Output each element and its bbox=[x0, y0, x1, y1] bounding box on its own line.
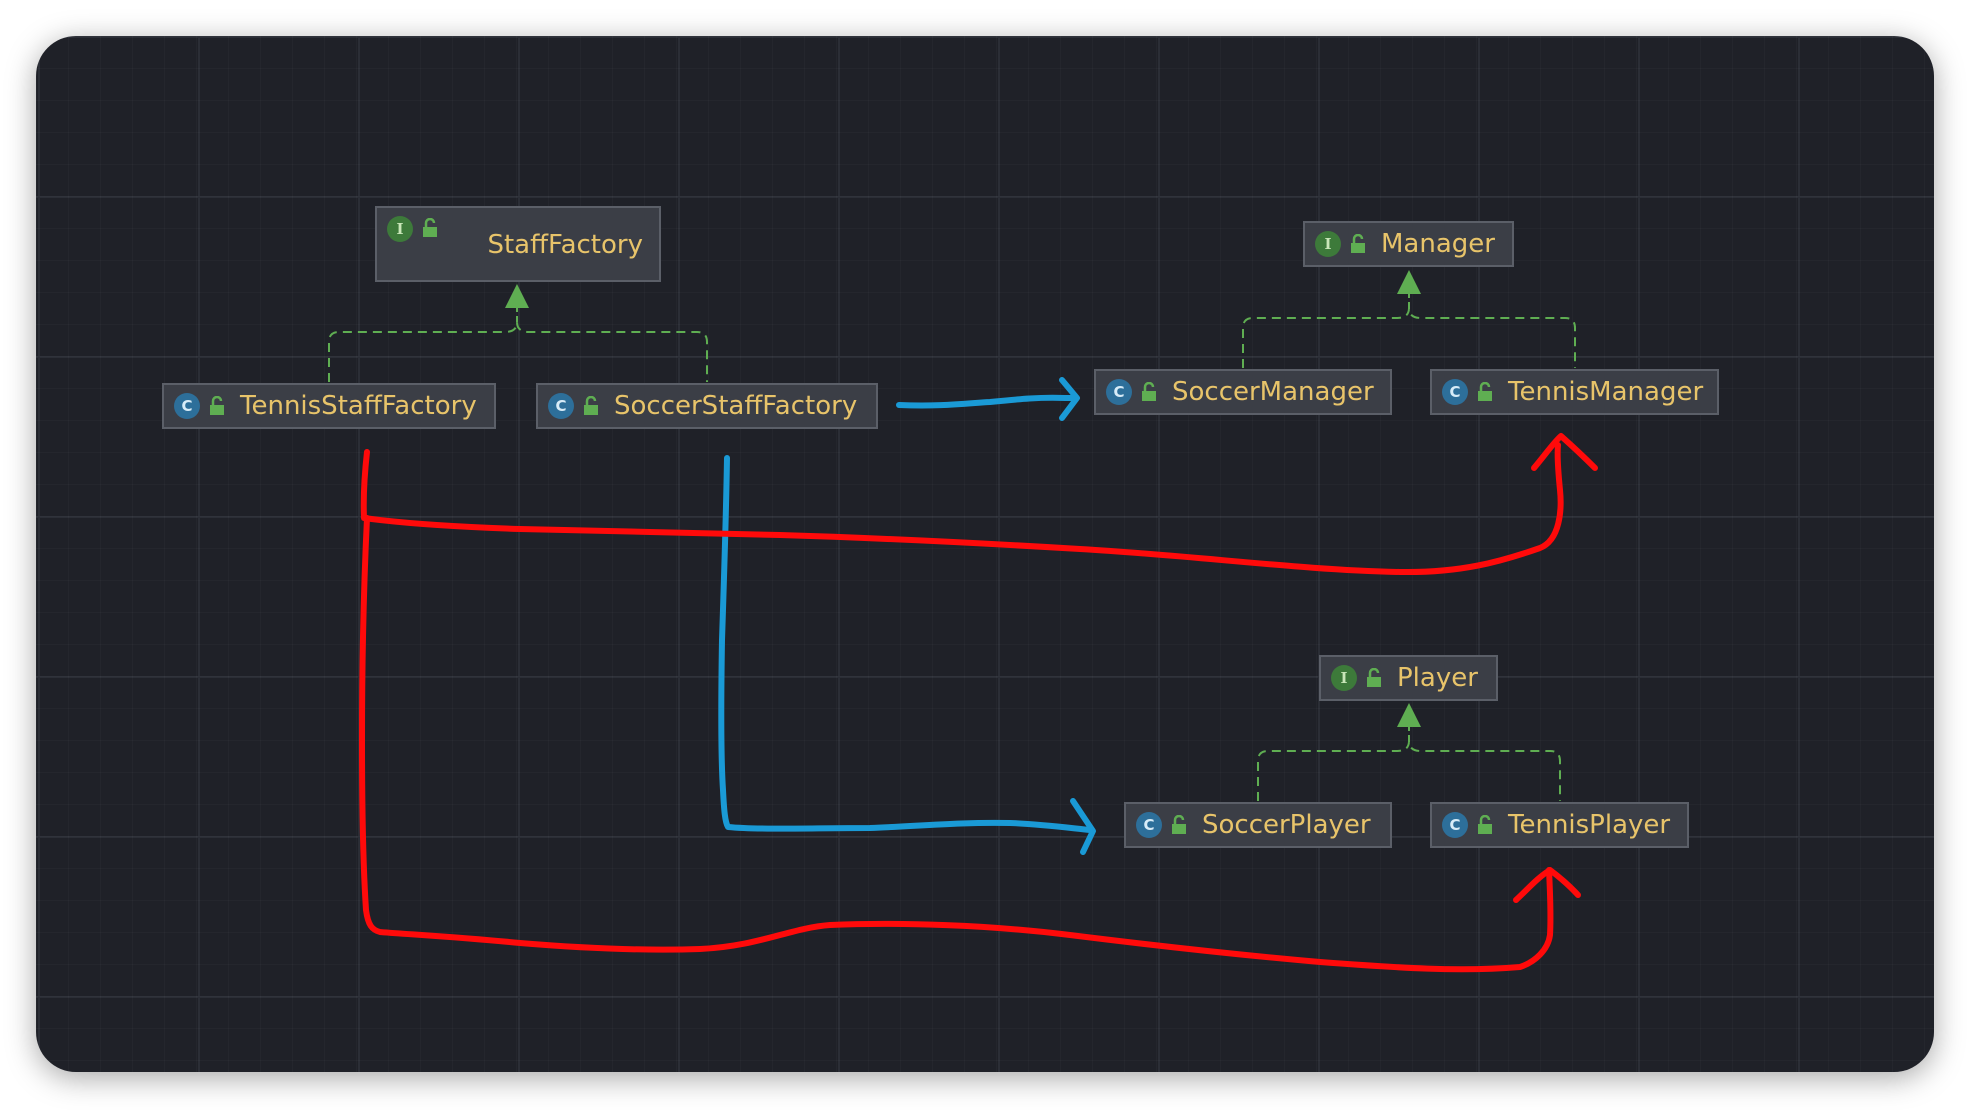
unlocked-lock-icon bbox=[584, 396, 598, 415]
unlocked-lock-icon bbox=[1478, 815, 1492, 834]
implements-arrowhead-manager bbox=[1397, 270, 1421, 294]
implements-arrowhead-staff-factory bbox=[505, 284, 529, 308]
unlocked-lock-icon bbox=[1478, 382, 1492, 401]
node-label: StaffFactory bbox=[487, 230, 643, 260]
node-manager[interactable]: I Manager bbox=[1303, 221, 1514, 267]
annotation-soccer-factory-to-manager bbox=[896, 394, 1078, 409]
node-soccer-staff-factory[interactable]: C SoccerStaffFactory bbox=[536, 383, 878, 429]
unlocked-lock-icon bbox=[210, 396, 224, 415]
class-badge-icon: C bbox=[174, 393, 200, 419]
node-label: Player bbox=[1397, 663, 1478, 693]
class-badge-icon: C bbox=[1442, 379, 1468, 405]
node-soccer-manager[interactable]: C SoccerManager bbox=[1094, 369, 1392, 415]
class-badge-icon: C bbox=[1442, 812, 1468, 838]
node-label: TennisStaffFactory bbox=[240, 391, 477, 421]
implements-edge-manager bbox=[1242, 307, 1576, 368]
annotation-arrowhead-soccer-manager bbox=[1059, 377, 1080, 421]
annotation-arrowhead-tennis-player bbox=[1513, 867, 1581, 903]
annotation-arrowhead-tennis-manager bbox=[1531, 433, 1598, 471]
node-label: SoccerManager bbox=[1172, 377, 1374, 407]
annotation-arrowhead-soccer-player bbox=[1070, 798, 1096, 855]
unlocked-lock-icon bbox=[1172, 815, 1186, 834]
implements-arrowhead-player bbox=[1397, 703, 1421, 727]
node-soccer-player[interactable]: C SoccerPlayer bbox=[1124, 802, 1392, 848]
node-label: TennisManager bbox=[1508, 377, 1704, 407]
implements-edge-player bbox=[1257, 740, 1561, 801]
node-label: Manager bbox=[1381, 229, 1495, 259]
node-tennis-staff-factory[interactable]: C TennisStaffFactory bbox=[162, 383, 496, 429]
unlocked-lock-icon bbox=[1142, 382, 1156, 401]
implements-edge-staff-factory bbox=[328, 321, 708, 382]
class-badge-icon: C bbox=[1106, 379, 1132, 405]
node-player[interactable]: I Player bbox=[1319, 655, 1498, 701]
unlocked-lock-icon bbox=[1351, 234, 1365, 253]
annotation-soccer-factory-to-player bbox=[718, 455, 1093, 833]
annotation-tennis-factory-to-manager bbox=[360, 442, 1564, 576]
node-label: SoccerPlayer bbox=[1202, 810, 1371, 840]
node-tennis-manager[interactable]: C TennisManager bbox=[1430, 369, 1719, 415]
unlocked-lock-icon bbox=[1367, 668, 1381, 687]
class-badge-icon: C bbox=[1136, 812, 1162, 838]
annotation-tennis-factory-to-player bbox=[359, 515, 1554, 973]
node-tennis-player[interactable]: C TennisPlayer bbox=[1430, 802, 1689, 848]
node-label: SoccerStaffFactory bbox=[614, 391, 858, 421]
node-label: TennisPlayer bbox=[1508, 810, 1671, 840]
interface-badge-icon: I bbox=[387, 216, 413, 242]
class-badge-icon: C bbox=[548, 393, 574, 419]
interface-badge-icon: I bbox=[1315, 231, 1341, 257]
unlocked-lock-icon bbox=[423, 218, 437, 237]
interface-badge-icon: I bbox=[1331, 665, 1357, 691]
node-staff-factory[interactable]: I StaffFactory bbox=[375, 206, 661, 282]
